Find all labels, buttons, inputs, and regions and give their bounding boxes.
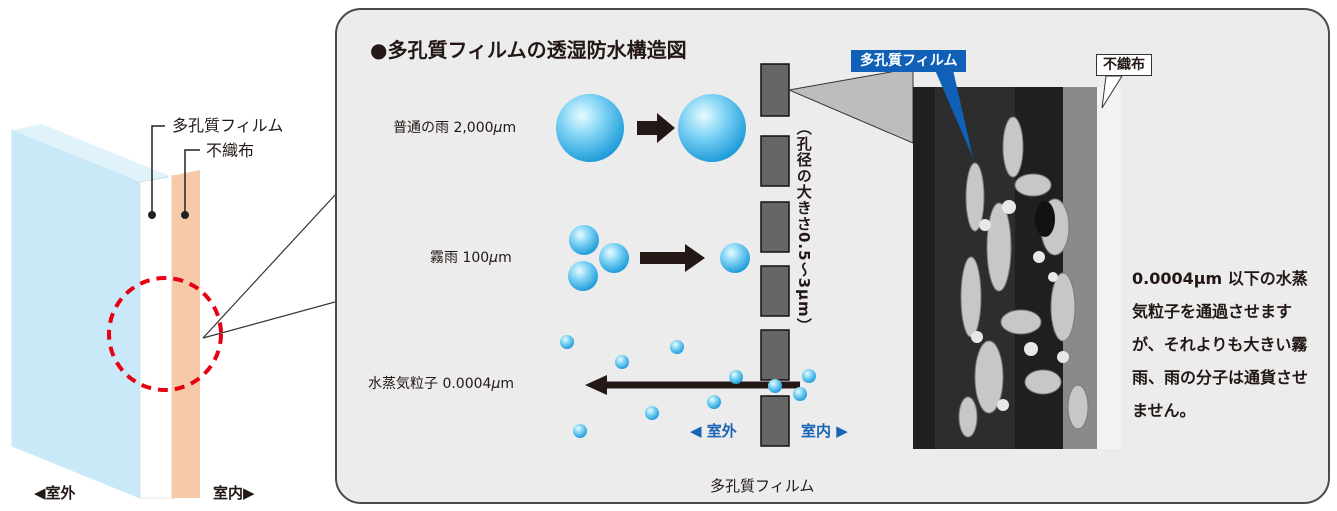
label-drizzle: 霧雨 100μm <box>430 250 512 266</box>
permeation-diagram <box>556 63 914 447</box>
vapor-particles <box>560 335 816 438</box>
zoom-circle <box>107 276 223 392</box>
photo-tag-nonwoven-pointer <box>1101 76 1123 109</box>
film-segment <box>760 265 790 317</box>
leader-nonwoven <box>184 149 200 215</box>
outdoor-layer-top <box>12 124 170 182</box>
film-segments <box>760 63 790 447</box>
leader-film <box>151 125 165 215</box>
arrow-rain <box>637 113 675 143</box>
film-caption: 多孔質フィルム <box>710 477 815 495</box>
drizzle-drop <box>569 225 599 255</box>
nonwoven-layer <box>170 170 200 498</box>
pore-size-label: （孔径の大きさ0.5〜3μm） <box>794 120 813 334</box>
label-rain: 普通の雨 2,000μm <box>393 120 517 136</box>
photo-tag-nonwoven: 不織布 <box>1096 54 1152 76</box>
wall-indoor-label: 室内▶ <box>213 484 255 502</box>
wall-outdoor-label: ◀室外 <box>34 484 76 502</box>
rain-drop-large <box>556 94 624 162</box>
drizzle-drop-blocked <box>720 243 750 273</box>
label-vapor: 水蒸気粒子 0.0004μm <box>368 376 514 392</box>
rain-drop-blocked <box>678 94 746 162</box>
photo-tag-film-pointer <box>935 70 973 158</box>
outdoor-layer <box>11 129 141 499</box>
photo-tag-film: 多孔質フィルム <box>851 50 967 72</box>
sem-photo <box>913 87 1121 449</box>
drizzle-drop <box>599 243 629 273</box>
explanation-text: 0.0004μm 以下の水蒸気粒子を通過させますが、それよりも大きい霧雨、雨の分… <box>1132 269 1309 420</box>
film-segment <box>760 63 790 117</box>
panel-title: ●多孔質フィルムの透湿防水構造図 <box>370 38 687 62</box>
film-segment <box>760 201 790 253</box>
film-segment <box>760 329 790 381</box>
drizzle-drop <box>568 261 598 291</box>
direction-outdoor: ◀ 室外 <box>690 422 737 440</box>
film-segment <box>760 135 790 187</box>
arrow-drizzle <box>640 244 705 272</box>
arrow-vapor <box>585 375 607 395</box>
direction-indoor: 室内 ▶ <box>801 422 848 440</box>
wall-label-nonwoven: 不織布 <box>206 141 255 160</box>
wall-label-film: 多孔質フィルム <box>172 116 284 135</box>
wall-illustration <box>11 124 335 499</box>
film-segment <box>760 395 790 447</box>
